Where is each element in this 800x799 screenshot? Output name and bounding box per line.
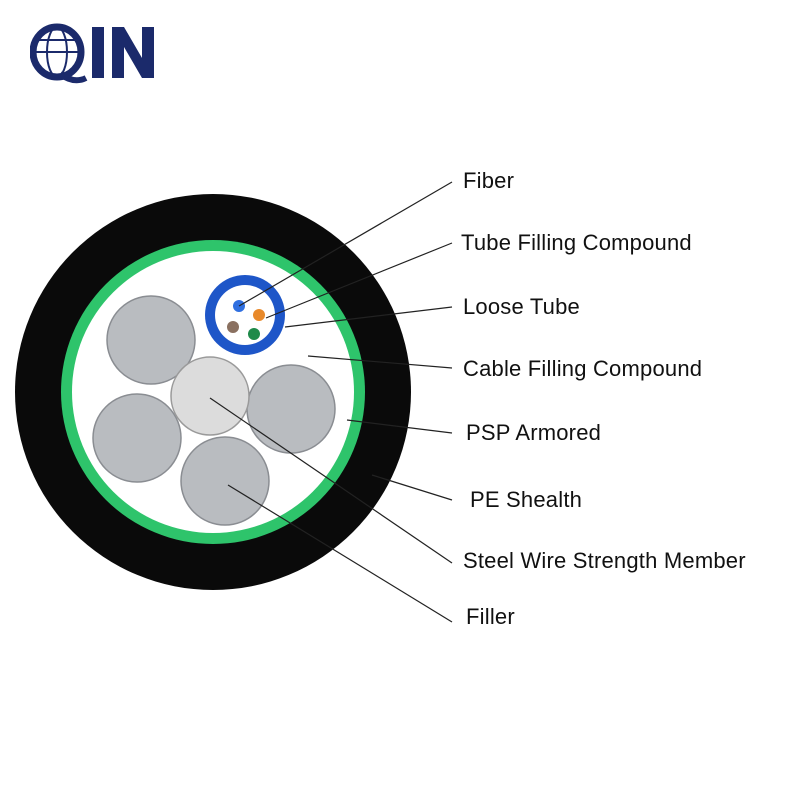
label-tube-filling-compound: Tube Filling Compound [461, 230, 692, 255]
label-pe-shealth: PE Shealth [470, 487, 583, 512]
leader-line-pe-shealth [371, 474, 453, 501]
label-fiber: Fiber [463, 168, 515, 193]
label-steel-wire-strength-member: Steel Wire Strength Member [463, 548, 746, 573]
steel-wire-strength-member-element [170, 356, 250, 436]
label-loose-tube: Loose Tube [463, 294, 580, 319]
leader-line-steel-wire-strength-member [209, 397, 453, 564]
fiber-element [253, 309, 265, 321]
leader-line-tube-filling-compound [265, 242, 453, 319]
logo-letter-n [112, 27, 154, 78]
label-cable-filling-compound: Cable Filling Compound [463, 356, 703, 381]
leader-line-fiber [238, 181, 453, 307]
fiber-element [227, 321, 239, 333]
tube-filling-area [215, 285, 275, 345]
fiber-element [248, 328, 260, 340]
qin-logo [30, 23, 154, 84]
filler-element [180, 436, 270, 526]
logo-letter-i [92, 27, 104, 78]
leader-line-psp-armored [346, 419, 453, 434]
leader-line-cable-filling-compound [307, 355, 453, 369]
filler-element [106, 295, 196, 385]
logo-q-globe [30, 23, 88, 84]
leader-lines [209, 181, 453, 623]
filler-element [92, 393, 182, 483]
leader-line-loose-tube [284, 306, 453, 328]
label-filler: Filler [466, 604, 515, 629]
label-psp-armored: PSP Armored [466, 420, 602, 445]
leader-line-filler [227, 484, 453, 623]
filler-element [246, 364, 336, 454]
